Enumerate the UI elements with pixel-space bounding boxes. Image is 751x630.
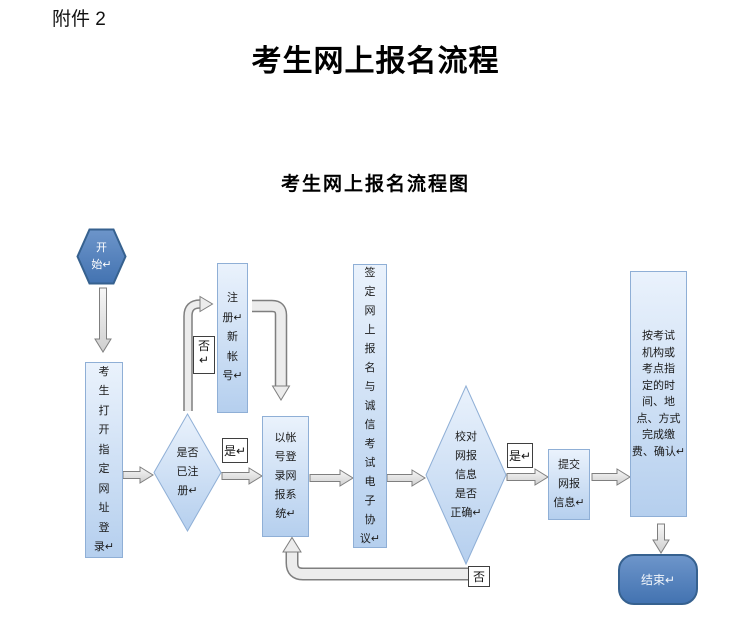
start-hexagon: 开 始↵ [76, 228, 127, 285]
arrow-decision-to-login-icon [221, 467, 263, 485]
verify-info-decision-label: 校对 网报 信息 是否 正确↵ [450, 430, 482, 519]
registered-decision-diamond: 是否 已注 册↵ [153, 412, 222, 533]
sign-agreement-step: 签 定 网 上 报 名 与 诚 信 考 试 电 子 协 议↵ [353, 264, 387, 548]
attachment-label: 附件 2 [52, 9, 106, 30]
label-no-register: 否↵ [193, 336, 215, 374]
arrow-start-to-open-site-icon [94, 287, 112, 353]
arrow-submit-to-pay-icon [591, 468, 631, 486]
verify-info-decision-diamond: 校对 网报 信息 是否 正确↵ [425, 384, 507, 566]
payment-confirm-step: 按考试 机构或 考点指 定的时 间、地 点、方式 完成缴 费、确认↵ [630, 271, 687, 517]
open-site-step: 考 生 打 开 指 定 网 址 登 录↵ [85, 362, 123, 558]
arrow-login-to-agreement-icon [309, 469, 354, 487]
arrow-verify-to-submit-icon [506, 468, 549, 486]
register-account-step: 注 册↵ 新 帐 号↵ [217, 263, 248, 413]
registered-decision-label: 是否 已注 册↵ [176, 447, 199, 497]
arrow-open-site-to-decision-icon [122, 466, 154, 484]
login-system-step: 以帐 号登 录网 报系 统↵ [262, 416, 309, 537]
diagram-subtitle: 考生网上报名流程图 [280, 174, 470, 195]
submit-info-step: 提交 网报 信息↵ [548, 449, 590, 520]
label-yes-submit: 是↵ [507, 443, 533, 468]
arrow-agreement-to-verify-icon [386, 469, 426, 487]
end-terminator: 结束↵ [618, 554, 698, 605]
label-yes-login: 是↵ [222, 438, 248, 463]
page-title: 考生网上报名流程 [251, 45, 500, 78]
arrow-pay-to-end-icon [652, 523, 670, 554]
pipe-register-to-login-icon [252, 299, 291, 401]
start-label: 开 始↵ [91, 241, 112, 271]
label-no-recheck: 否 [468, 566, 490, 587]
